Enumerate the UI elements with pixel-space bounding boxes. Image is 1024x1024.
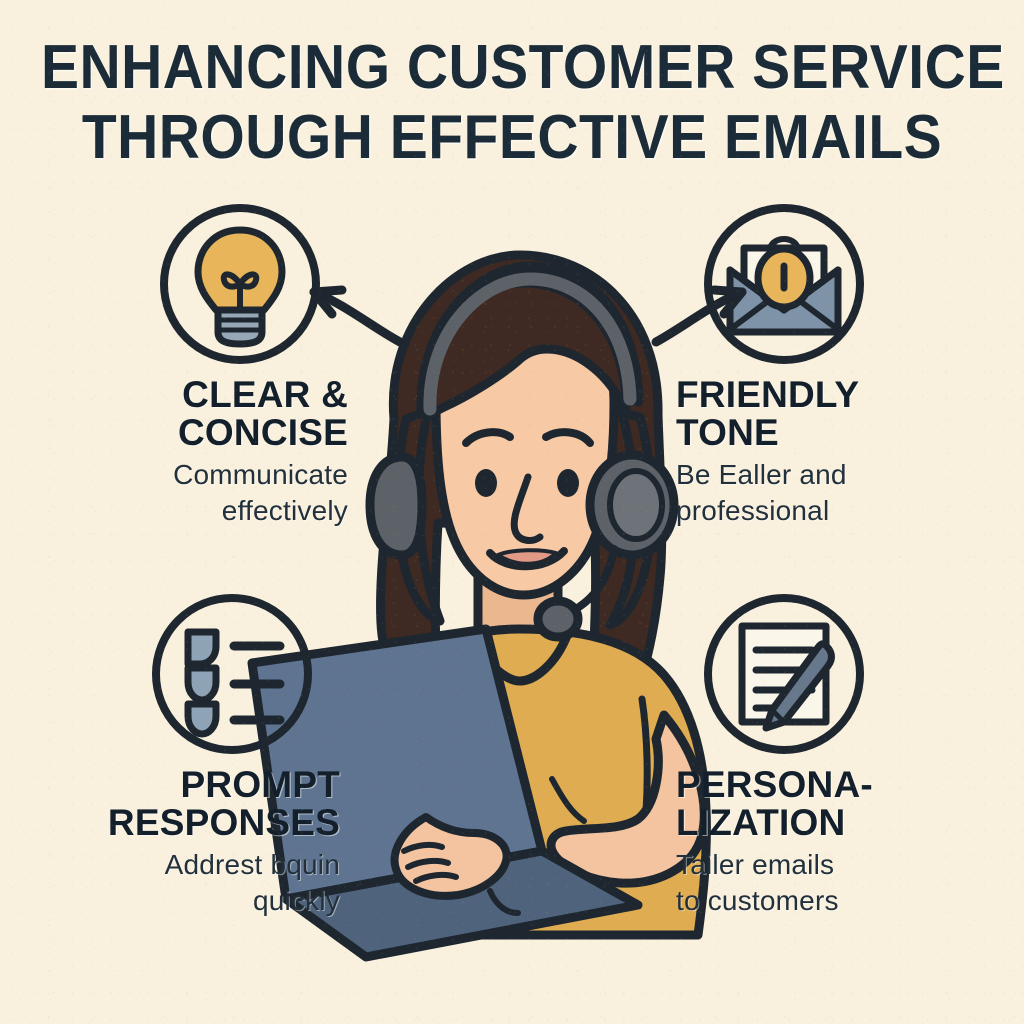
- feature-heading: PERSONA- LIZATION: [676, 764, 873, 843]
- feature-friendly-tone: FRIENDLY TONE Be Ealler and professional: [676, 198, 976, 529]
- lightbulb-icon: [160, 204, 320, 364]
- feature-heading: FRIENDLY TONE: [676, 374, 860, 453]
- curved-arrow-right-icon: [651, 285, 747, 347]
- feature-subtitle: Communicate effectively: [173, 459, 348, 526]
- feature-prompt-responses: PROMPT RESPONSES Addrest bquin quickly: [40, 588, 340, 919]
- icon-slot: [48, 198, 348, 374]
- document-pen-icon: [704, 594, 864, 754]
- agent-illustration: [247, 250, 711, 962]
- icon-slot: [676, 588, 976, 764]
- feature-subtitle: Be Ealler and professional: [676, 459, 847, 526]
- feature-clear-concise: CLEAR & CONCISE Communicate effectively: [48, 198, 348, 529]
- icon-slot: [676, 198, 976, 374]
- title-line-1: ENHANCING CUSTOMER SERVICE: [40, 33, 1005, 102]
- feature-heading: PROMPT RESPONSES: [107, 764, 340, 843]
- feature-heading: CLEAR & CONCISE: [178, 374, 348, 453]
- feature-subtitle: Addrest bquin quickly: [164, 849, 340, 916]
- title-line-2: THROUGH EFFECTIVE EMAILS: [81, 103, 943, 172]
- feature-subtitle: Tailer emails to customers: [676, 849, 839, 916]
- feature-personalization: PERSONA- LIZATION Tailer emails to custo…: [676, 588, 976, 919]
- open-envelope-icon: [704, 204, 864, 364]
- checklist-icon: [152, 594, 312, 754]
- icon-slot: [40, 588, 340, 764]
- page-title: ENHANCING CUSTOMER SERVICE THROUGH EFFEC…: [0, 33, 1024, 173]
- curved-arrow-left-icon: [309, 285, 405, 347]
